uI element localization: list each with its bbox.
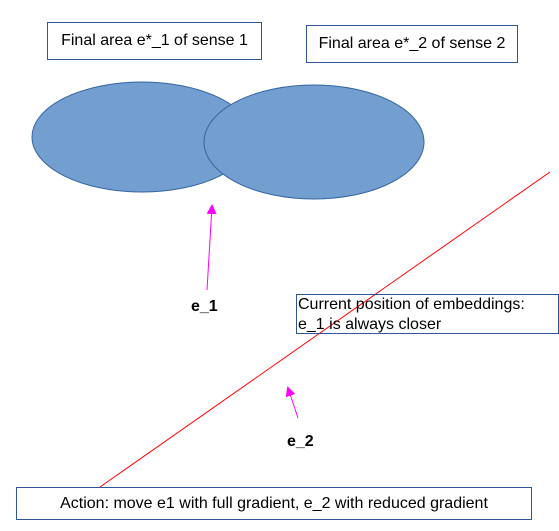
e1-arrow	[206, 204, 217, 291]
current-position-line1: Current position of embeddings:	[298, 296, 525, 313]
e1-label: e_1	[191, 298, 218, 315]
current-position-box: Current position of embeddings: e_1 is a…	[296, 294, 559, 334]
action-label-box: Action: move e1 with full gradient, e_2 …	[16, 487, 532, 520]
embedding-boundary-line	[99, 171, 551, 488]
e2-arrow	[285, 386, 299, 419]
sense2-label-box: Final area e*_2 of sense 2	[306, 25, 518, 63]
sense1-label-box: Final area e*_1 of sense 1	[47, 22, 262, 60]
e2-label: e_2	[287, 433, 314, 450]
current-position-line2: e_1 is always closer	[298, 316, 442, 333]
sense2-area-ellipse	[203, 84, 425, 200]
